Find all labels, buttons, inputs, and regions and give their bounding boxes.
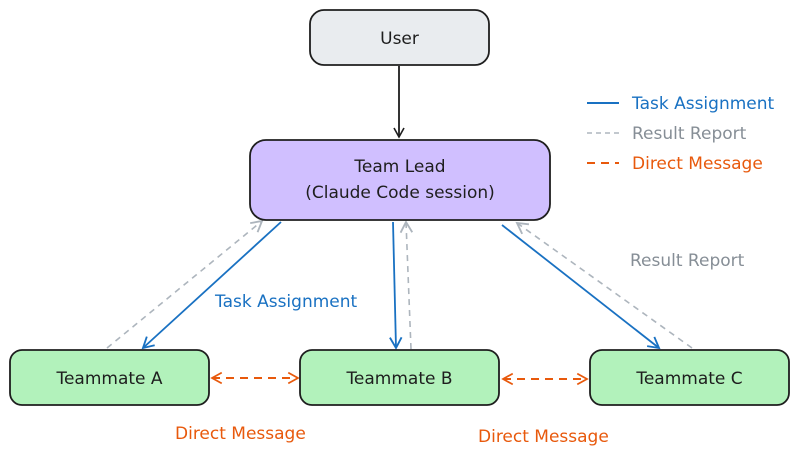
result-report-arrow-b	[399, 220, 414, 350]
teammate-a-node[interactable]: Teammate A	[9, 349, 210, 406]
legend-item-result-report: Result Report	[587, 124, 747, 144]
teammate-b-label: Teammate B	[345, 369, 452, 389]
task-assignment-arrow-c	[501, 224, 661, 350]
result-report-arrow-c	[515, 221, 693, 349]
team-lead-node[interactable]: Team Lead (Claude Code session)	[249, 139, 551, 221]
direct-message-edge-label-bc: Direct Message	[478, 427, 609, 447]
user-node[interactable]: User	[309, 9, 490, 66]
legend-task-assignment-label: Task Assignment	[631, 94, 775, 114]
teammate-a-label: Teammate A	[55, 369, 162, 389]
teammate-c-node[interactable]: Teammate C	[589, 349, 790, 406]
task-assignment-arrow-b	[389, 221, 403, 350]
result-report-edge-label: Result Report	[630, 251, 745, 271]
task-assignment-edge-label: Task Assignment	[214, 292, 358, 312]
legend-item-direct-message: Direct Message	[587, 154, 763, 174]
team-lead-sublabel: (Claude Code session)	[305, 183, 495, 203]
legend-item-task-assignment: Task Assignment	[587, 94, 775, 114]
user-label: User	[380, 29, 419, 49]
teammate-b-node[interactable]: Teammate B	[299, 349, 500, 406]
team-lead-label: Team Lead	[353, 157, 445, 177]
result-report-arrow-a	[106, 219, 264, 349]
legend: Task Assignment Result Report Direct Mes…	[587, 94, 775, 174]
direct-message-edge-label-ab: Direct Message	[175, 424, 306, 444]
teammate-c-label: Teammate C	[635, 369, 742, 389]
task-assignment-arrow-a	[141, 221, 282, 350]
legend-direct-message-label: Direct Message	[632, 154, 763, 174]
legend-result-report-label: Result Report	[632, 124, 747, 144]
